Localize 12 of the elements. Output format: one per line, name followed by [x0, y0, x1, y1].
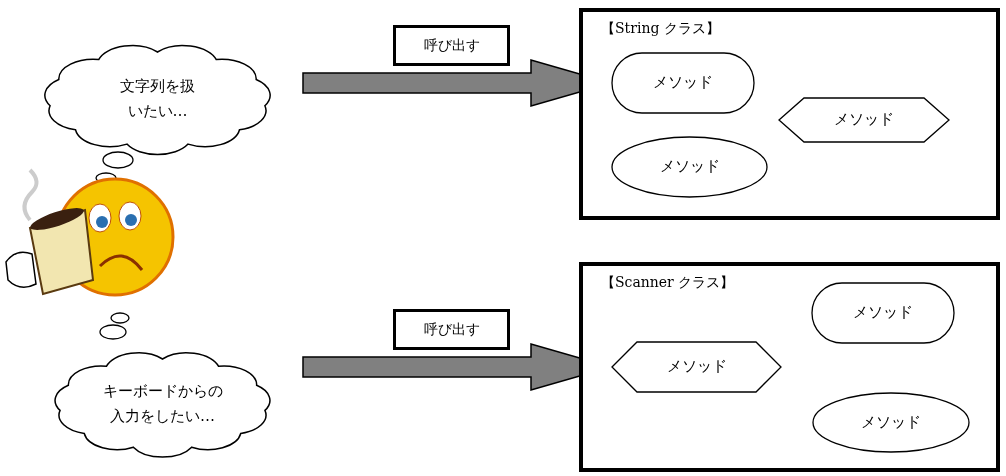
method-ellipse: メソッド	[812, 392, 970, 453]
class-heading: 【String クラス】	[601, 20, 720, 38]
class-heading: 【Scanner クラス】	[601, 274, 735, 292]
class-box	[579, 262, 1000, 472]
edge-label: 呼び出す	[393, 309, 510, 350]
edge-label: 呼び出す	[393, 25, 510, 66]
method-hexagon: メソッド	[778, 97, 950, 143]
class-box	[579, 8, 1000, 220]
method-ellipse: メソッド	[611, 136, 768, 198]
method-rounded-box: メソッド	[811, 282, 955, 344]
method-rounded-box: メソッド	[611, 52, 755, 114]
method-hexagon: メソッド	[611, 341, 782, 393]
